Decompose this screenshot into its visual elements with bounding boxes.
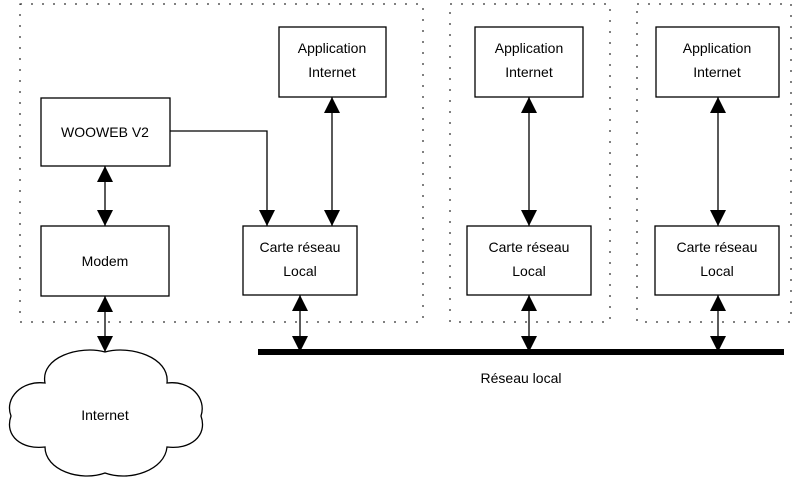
wooweb-node: WOOWEB V2 [40,97,171,167]
card-label-line2: Local [283,263,316,279]
app-node-2: Application Internet [474,26,584,98]
internet-cloud: Internet [8,349,204,477]
app-label-line1: Application [683,40,752,56]
zone-workstation-3 [636,3,792,323]
wooweb-to-card1-connector [170,130,275,226]
app-node-1: Application Internet [278,26,387,98]
card-label-line1: Carte réseau [489,239,570,255]
modem-label: Modem [82,253,129,269]
card-label-line1: Carte réseau [677,239,758,255]
app-label-line1: Application [495,40,564,56]
modem-node: Modem [40,225,170,297]
bus-label: Réseau local [481,370,562,386]
zone-workstation-2 [449,3,611,323]
card-label-line2: Local [512,263,545,279]
internet-label: Internet [81,407,129,423]
app-node-3: Application Internet [655,26,780,98]
app-label-line2: Internet [308,64,356,80]
wooweb-label: WOOWEB V2 [61,124,149,140]
network-card-node-1: Carte réseau Local [242,225,358,296]
network-card-node-2: Carte réseau Local [466,225,592,296]
card-label-line1: Carte réseau [260,239,341,255]
app-label-line2: Internet [693,64,741,80]
app-label-line1: Application [298,40,367,56]
network-card-node-3: Carte réseau Local [654,225,780,296]
app-label-line2: Internet [505,64,553,80]
zone-main [19,3,424,323]
card-label-line2: Local [700,263,733,279]
